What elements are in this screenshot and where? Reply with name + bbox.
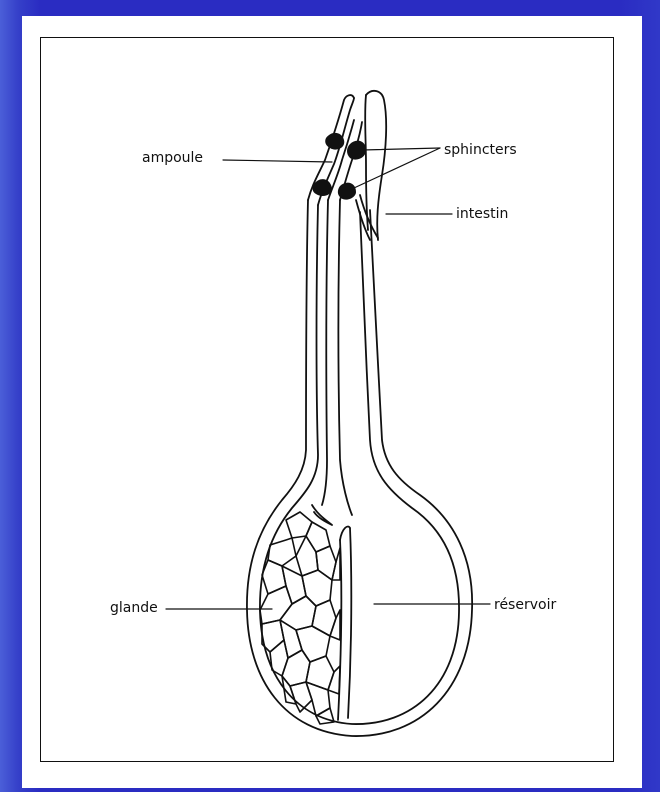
label-reservoir: réservoir <box>494 597 556 613</box>
label-glande: glande <box>110 600 158 616</box>
label-ampoule: ampoule <box>142 150 203 166</box>
sphincter-blob-4 <box>338 183 356 200</box>
intestine-strand-3 <box>360 195 378 238</box>
sphincter-blob-2 <box>347 141 366 160</box>
gland-cell-mesh <box>260 512 340 724</box>
flask-outer-outline <box>247 200 472 736</box>
duct-left-wall <box>322 200 328 505</box>
partition-cap <box>340 527 350 541</box>
reservoir-partition-inner <box>348 528 351 718</box>
flask-inner-outline <box>260 205 459 724</box>
label-intestin: intestin <box>456 206 508 222</box>
junction-fold <box>312 505 332 525</box>
sphincter-blob-1 <box>325 133 344 150</box>
label-sphincters: sphincters <box>444 142 517 158</box>
sphincters-leader-line-upper <box>362 148 440 150</box>
intestine-strand-2 <box>365 95 368 230</box>
intestine-strand-1 <box>366 91 386 240</box>
ampoule-leader-line <box>223 160 332 162</box>
duct-right-wall <box>339 200 353 515</box>
